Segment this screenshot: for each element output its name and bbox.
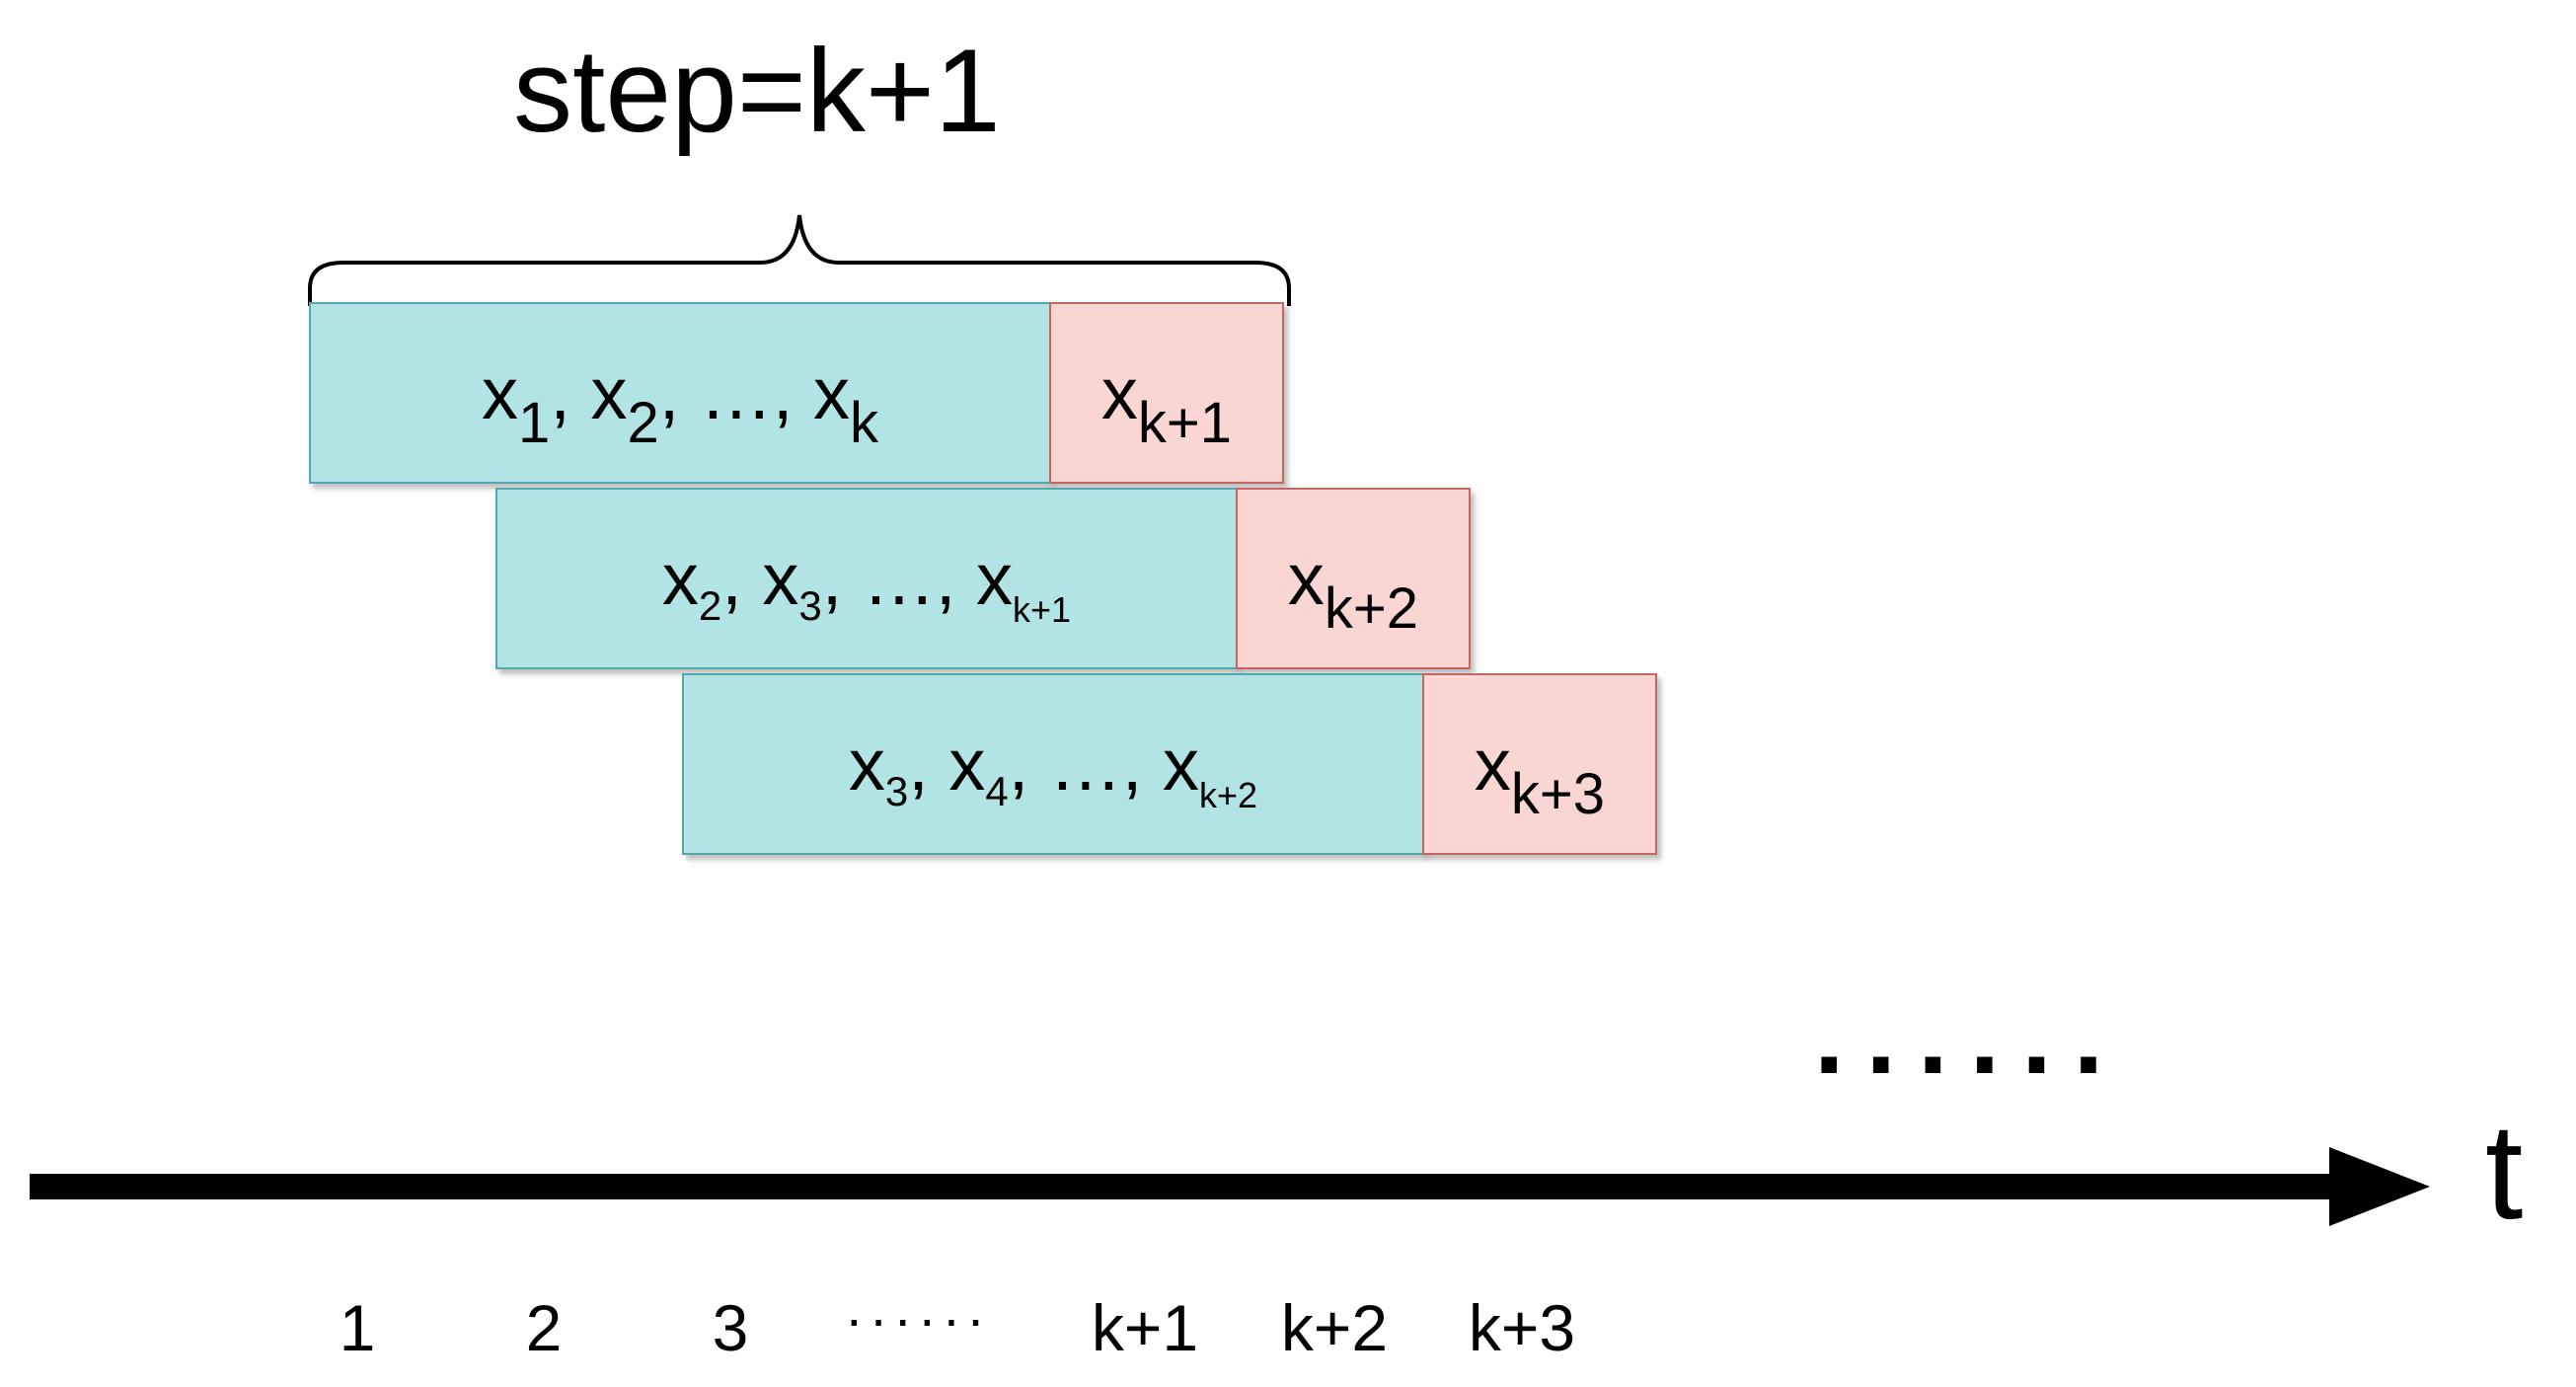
continuation-ellipsis: ...... (1814, 975, 2126, 1097)
step-label: step=k+1 (513, 25, 1001, 157)
subscript: 3 (798, 581, 822, 629)
ellipsis: … (862, 537, 936, 620)
var-x: x (976, 537, 1014, 620)
subscript: k+3 (1510, 761, 1606, 826)
var-x: x (590, 351, 628, 434)
subscript: k+2 (1324, 576, 1419, 641)
subscript: k (849, 390, 878, 455)
tick-ellipsis: ······ (845, 1287, 991, 1349)
subscript: 2 (627, 390, 659, 455)
var-x: x (1474, 723, 1511, 806)
brace-icon (308, 214, 1291, 306)
subscript: k+1 (1137, 390, 1233, 455)
subscript: 2 (698, 581, 722, 629)
var-x: x (848, 723, 885, 806)
tick-label-k-plus-1: k+1 (1091, 1291, 1199, 1364)
var-x: x (948, 723, 986, 806)
var-x: x (482, 351, 519, 434)
subscript: 4 (985, 767, 1009, 814)
var-x: x (1163, 723, 1200, 806)
var-x: x (812, 351, 850, 434)
subscript: 3 (884, 767, 909, 814)
ellipsis: … (699, 351, 773, 434)
tick-label-3: 3 (712, 1291, 749, 1364)
tick-label-k-plus-2: k+2 (1280, 1291, 1389, 1364)
var-x: x (762, 537, 799, 620)
tick-label-1: 1 (339, 1291, 376, 1364)
subscript: 1 (518, 390, 551, 455)
time-axis-arrow-icon (30, 1147, 2430, 1226)
subscript: k+2 (1199, 774, 1258, 815)
ellipsis: … (1048, 723, 1122, 806)
var-x: x (1287, 537, 1325, 620)
var-x: x (1100, 351, 1138, 434)
tick-label-k-plus-3: k+3 (1468, 1291, 1576, 1364)
subscript: k+1 (1013, 588, 1072, 630)
tick-label-2: 2 (525, 1291, 563, 1364)
var-x: x (661, 537, 699, 620)
axis-label-t: t (2485, 1096, 2524, 1248)
